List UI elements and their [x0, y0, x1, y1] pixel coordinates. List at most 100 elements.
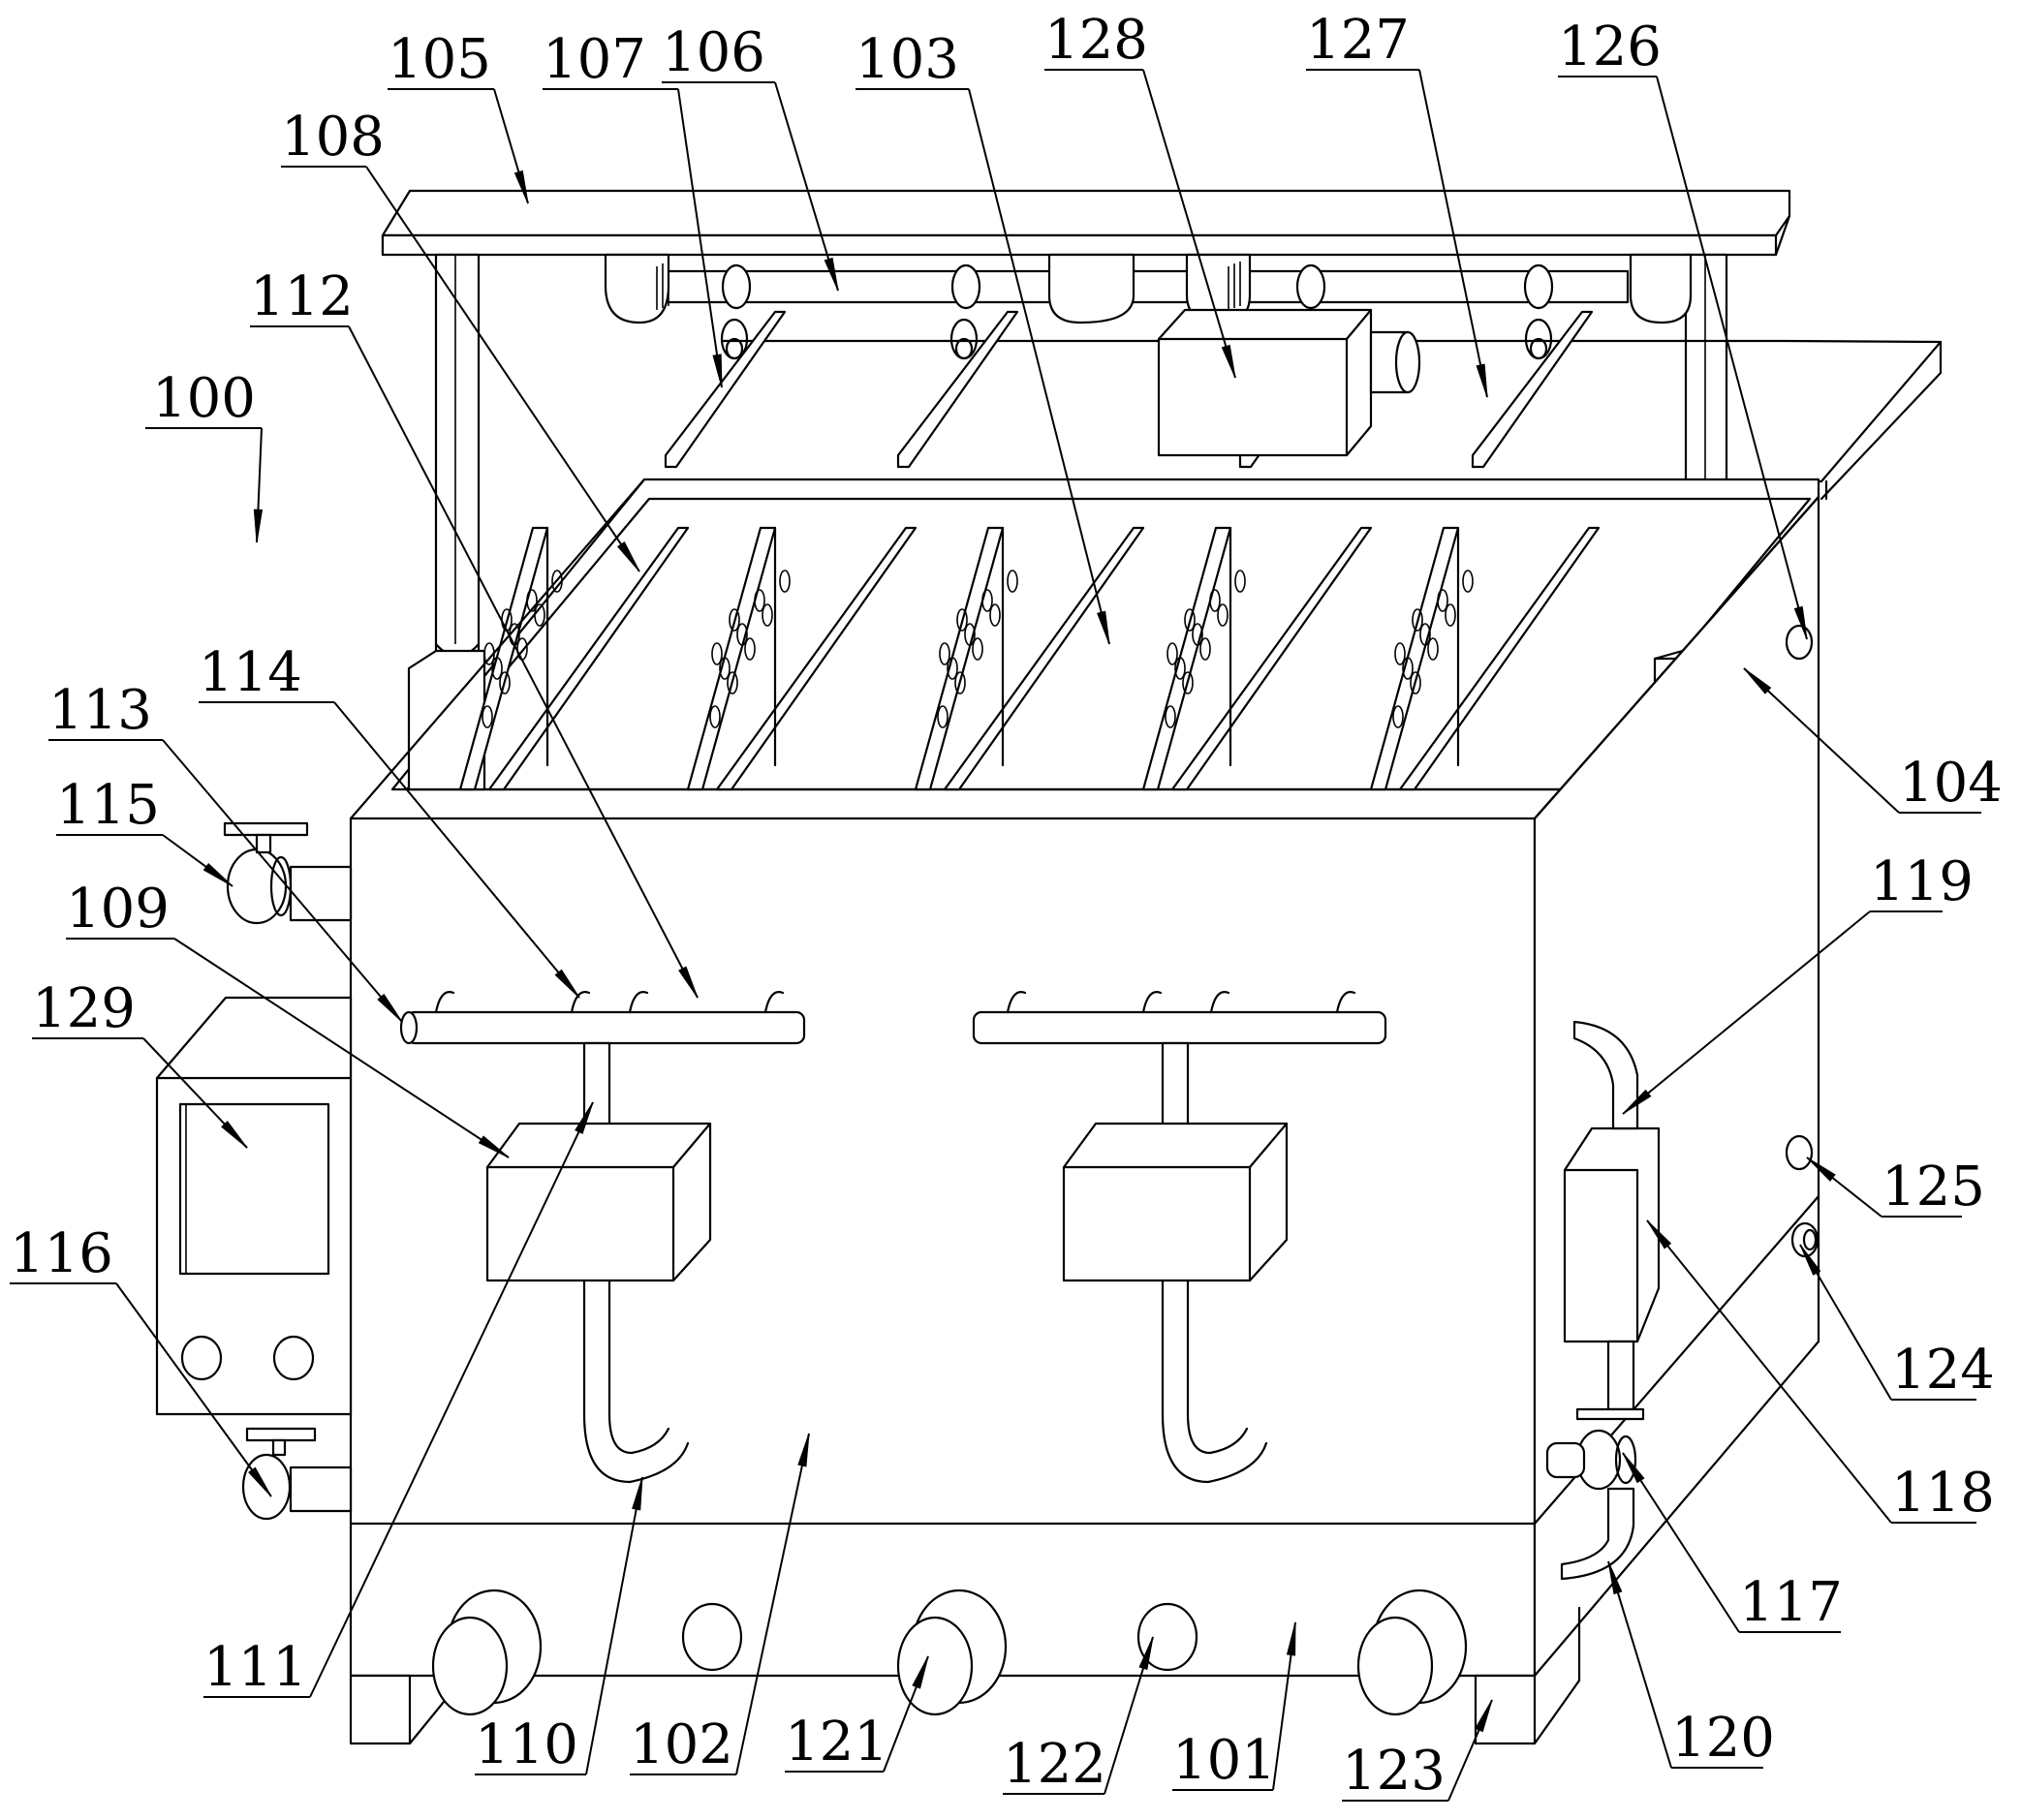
side-elbow-upper [1572, 1020, 1639, 1130]
suction-cup-icon [1182, 671, 1194, 694]
reference-label: 122 [1003, 1733, 1106, 1796]
leader-line [162, 739, 403, 1023]
suction-cup-icon [1184, 608, 1196, 632]
side-fittings [1785, 624, 1820, 1258]
suction-cup-icon [954, 671, 966, 694]
reference-label: 101 [1172, 1729, 1276, 1792]
reference-label: 123 [1342, 1740, 1446, 1803]
leader-line [1622, 910, 1871, 1115]
reference-label: 125 [1882, 1156, 1985, 1218]
reference-label: 108 [281, 106, 385, 169]
leader-line [1646, 1219, 1892, 1524]
arrow-head-icon [632, 1476, 643, 1511]
suction-cup-icon [736, 623, 748, 646]
leader-line [1607, 1560, 1672, 1769]
suction-cup-icon [1209, 589, 1221, 612]
reference-label: 109 [66, 878, 170, 941]
hanging-bars [664, 310, 1594, 469]
arrow-head-icon [678, 966, 699, 999]
left-post [434, 253, 481, 663]
arrow-head-icon [912, 1655, 929, 1689]
arrow-head-icon [253, 509, 264, 543]
reference-label: 103 [855, 28, 959, 91]
suction-cup-icon [499, 671, 511, 694]
arrow-head-icon [1793, 605, 1808, 640]
arrow-head-icon [1743, 667, 1772, 694]
perforated-plates [458, 526, 1601, 791]
reference-label: 120 [1671, 1707, 1775, 1770]
arrow-head-icon [221, 1120, 248, 1149]
arrow-head-icon [248, 1466, 272, 1497]
arrow-head-icon [575, 1101, 594, 1134]
suction-cup-icon [1402, 657, 1414, 680]
suction-cup-icon [744, 637, 756, 661]
side-valve [1545, 1340, 1645, 1581]
arrow-head-icon [824, 257, 839, 292]
arrow-head-icon [1476, 363, 1488, 398]
leader-lines [10, 69, 1981, 1802]
leader-line [1656, 76, 1808, 640]
arrow-head-icon [617, 541, 640, 572]
suction-cup-icon [1192, 623, 1203, 646]
hanging-ring [720, 318, 1553, 360]
suction-cup-icon [482, 705, 493, 728]
arrow-head-icon [1622, 1089, 1652, 1115]
suction-cup-icon [709, 705, 721, 728]
leader-line [774, 81, 839, 292]
plate-pair [458, 526, 690, 791]
suction-cup-icon [762, 603, 773, 627]
arrow-head-icon [513, 170, 529, 204]
reference-label: 117 [1739, 1571, 1843, 1634]
arrow-head-icon [712, 354, 723, 388]
arrow-head-icon [1799, 1244, 1821, 1276]
motor-box [1157, 308, 1421, 457]
leader-line [968, 88, 1110, 645]
suction-cup-icon [1199, 637, 1211, 661]
suction-cup-icon [1462, 570, 1474, 593]
arrow-head-icon [202, 862, 233, 887]
reference-label: 124 [1891, 1339, 1995, 1402]
leader-line [677, 88, 723, 388]
reference-label: 118 [1891, 1462, 1995, 1525]
support-feet [349, 1606, 1581, 1745]
leader-line [1743, 667, 1900, 814]
reference-label: 114 [199, 641, 302, 704]
suction-cup-icon [711, 642, 723, 665]
leader-line [585, 1476, 643, 1775]
reference-label: 121 [785, 1711, 888, 1774]
arrow-head-icon [1806, 1157, 1836, 1182]
arrow-head-icon [1097, 610, 1110, 645]
suction-cup-icon [1217, 603, 1229, 627]
reference-label: 113 [48, 679, 152, 742]
pump-box-left [485, 1122, 712, 1484]
leader-line [333, 701, 580, 999]
leader-line [115, 1282, 272, 1497]
suction-cup-icon [1394, 642, 1406, 665]
suction-cup-icon [491, 657, 503, 680]
reference-label: 129 [32, 977, 136, 1040]
upper-inlet-valve [223, 821, 353, 925]
arrow-head-icon [1138, 1636, 1154, 1671]
suction-cup-icon [1419, 623, 1431, 646]
suction-cup-icon [719, 657, 731, 680]
control-panel [155, 996, 353, 1416]
suction-cup-icon [1174, 657, 1186, 680]
reference-label: 126 [1558, 15, 1662, 78]
reference-label: 100 [152, 367, 256, 430]
plate-pair [914, 526, 1145, 791]
arrow-head-icon [1475, 1699, 1493, 1733]
leader-line [1622, 1452, 1740, 1633]
plate-pair [1369, 526, 1601, 791]
plate-pair [1141, 526, 1373, 791]
leader-line [1418, 69, 1488, 398]
reference-label: 116 [10, 1222, 113, 1285]
suction-cup-icon [1007, 570, 1018, 593]
arrow-head-icon [1286, 1621, 1296, 1656]
suction-cup-icon [1392, 705, 1404, 728]
suction-cup-icon [551, 570, 563, 593]
suction-cup-icon [1410, 671, 1421, 694]
suction-cup-icon [1437, 589, 1448, 612]
suction-cup-icon [754, 589, 765, 612]
